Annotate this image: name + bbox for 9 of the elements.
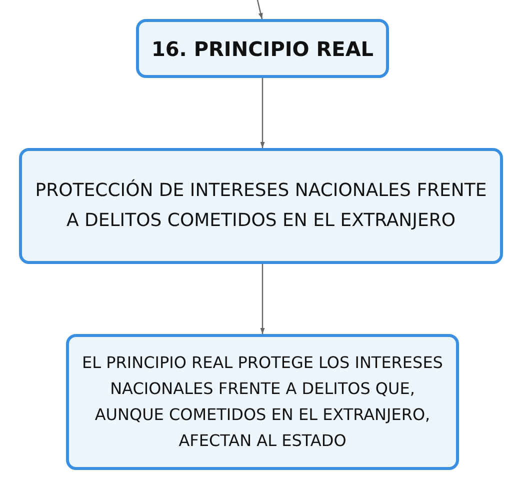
arrow xyxy=(260,264,265,334)
description-box xyxy=(66,334,459,470)
arrow xyxy=(256,0,263,20)
arrow xyxy=(260,78,265,148)
box-text: EL PRINCIPIO REAL PROTEGE LOS INTERESES NACIONALES FRENTE A DELITOS QUE, AUNQUE COMETIDOS EN EL EXTRANJERO, AFECTAN AL ESTADO xyxy=(81,352,444,452)
topic-box xyxy=(19,148,503,264)
title-box xyxy=(136,19,389,78)
box-text: PROTECCIÓN DE INTERESES NACIONALES FRENTE A DELITOS COMETIDOS EN EL EXTRANJERO xyxy=(34,178,488,233)
heading-text: 16. PRINCIPIO REAL xyxy=(151,36,374,60)
